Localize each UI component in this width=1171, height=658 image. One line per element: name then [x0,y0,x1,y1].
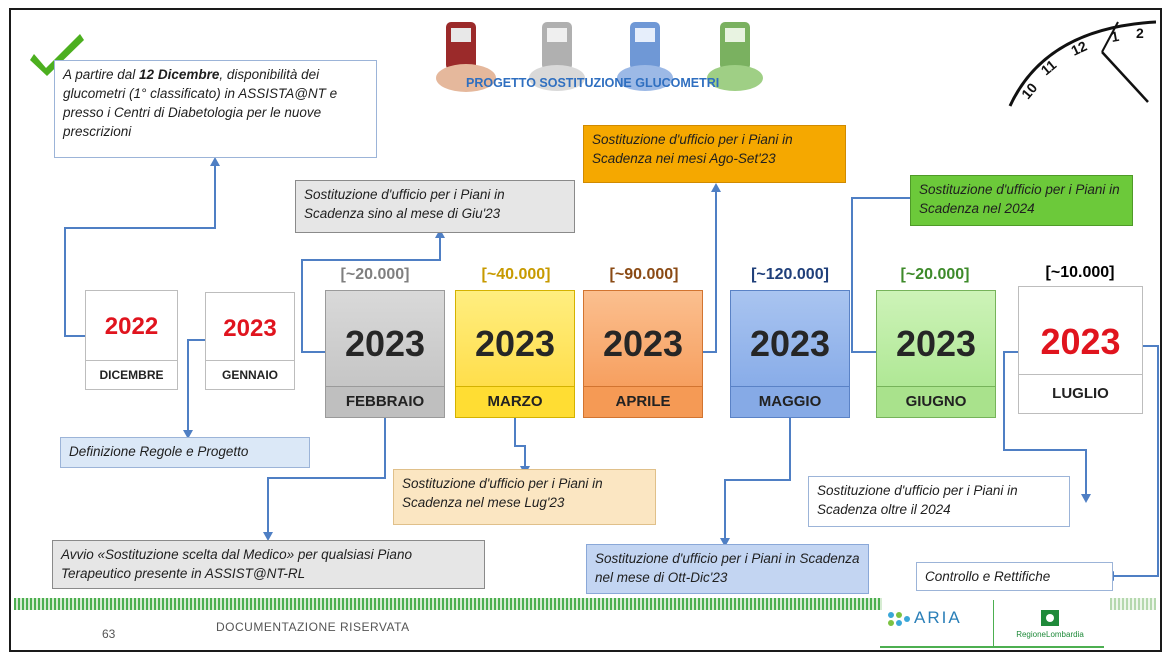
count-luglio: [~10.000] [1045,264,1115,281]
calendar-year: 2023 [895,323,977,364]
calendar-luglio: 2023 LUGLIO [1018,286,1143,414]
note-febbraio-bottom: Avvio «Sostituzione scelta dal Medico» p… [52,540,485,589]
calendar-month: DICEMBRE [86,360,177,389]
connector-luglio-bottom [1003,351,1087,494]
count-maggio: [~120.000] [751,266,829,283]
calendar-dicembre: 2022 DICEMBRE [85,290,178,390]
calendar-month: LUGLIO [1019,374,1142,413]
calendar-marzo: 2023 MARZO [455,290,575,418]
rosa-camuna-icon [1041,610,1059,626]
calendar-gennaio: 2023 GENNAIO [205,292,295,390]
arrow-head [1081,494,1091,503]
calendar-year: 2023 [474,323,556,364]
count-febbraio: [~20.000] [340,266,410,283]
clock-icon: 10 11 12 1 2 [1008,20,1156,107]
regione-lombardia-logo: RegioneLombardia [996,600,1104,648]
footer-band [14,598,882,610]
calendar-month: MAGGIO [731,386,849,417]
confidential-label: DOCUMENTAZIONE RISERVATA [216,620,410,634]
calendar-year: 2023 [602,323,684,364]
arrow-head [210,157,220,166]
checkmark-icon [30,34,84,76]
connector-giugno [851,197,910,353]
calendar-year: 2022 [104,313,159,340]
calendar-month: GENNAIO [206,360,294,389]
connector-luglio-control [1114,345,1159,577]
intro-note-date: 12 Dicembre [139,67,220,82]
svg-text:10: 10 [1018,80,1040,102]
note-marzo-bottom: Sostituzione d'ufficio per i Piani in Sc… [393,469,656,525]
note-gennaio-bottom: Definizione Regole e Progetto [60,437,310,468]
connector-marzo [514,418,526,466]
intro-note-pre: A partire dal [63,67,140,82]
arrow-head [183,430,193,439]
logo-underline [880,646,1104,648]
calendar-year: 2023 [344,323,426,364]
note-maggio-bottom: Sostituzione d'ufficio per i Piani in Sc… [586,544,869,594]
aria-dots-icon [888,612,910,626]
connector-gennaio [187,339,205,430]
intro-note-post: , disponibilità dei glucometri (1° class… [63,67,338,139]
project-title: PROGETTO SOSTITUZIONE GLUCOMETRI [466,76,720,90]
calendar-year: 2023 [749,323,831,364]
count-aprile: [~90.000] [609,266,679,283]
calendar-febbraio: 2023 FEBBRAIO [325,290,445,418]
arrow-head [435,229,445,238]
calendar-giugno: 2023 GIUGNO [876,290,996,418]
arrow-head [711,183,721,192]
count-marzo: [~40.000] [481,266,551,283]
calendar-month: MARZO [456,386,574,417]
connector-febbraio-bottom [267,418,386,532]
page-number: 63 [102,627,116,641]
calendar-month: FEBBRAIO [326,386,444,417]
note-luglio-control: Controllo e Rettifiche [916,562,1113,591]
aria-logo: ARIA [880,600,990,648]
slide-frame [9,8,1162,652]
glucometer-blue-icon [617,22,673,91]
note-luglio-bottom: Sostituzione d'ufficio per i Piani in Sc… [808,476,1070,527]
regione-lombardia-text: RegioneLombardia [1016,630,1084,639]
note-aprile-top: Sostituzione d'ufficio per i Piani in Sc… [583,125,846,183]
note-giugno-top: Sostituzione d'ufficio per i Piani in Sc… [910,175,1133,226]
calendar-maggio: 2023 MAGGIO [730,290,850,418]
calendar-month: APRILE [584,386,702,417]
connector-maggio [724,418,791,538]
glucometer-gray-icon [529,22,585,91]
count-giugno: [~20.000] [900,266,970,283]
svg-text:12: 12 [1069,38,1090,59]
svg-text:2: 2 [1136,25,1144,41]
glucometer-red-icon [436,22,496,92]
footer-band-right [1110,598,1156,610]
svg-text:11: 11 [1038,56,1060,78]
note-febbraio-top: Sostituzione d'ufficio per i Piani in Sc… [295,180,575,233]
logo-divider [993,600,994,646]
aria-logo-text: ARIA [914,608,962,627]
arrow-head [720,538,730,547]
intro-note: A partire dal 12 Dicembre, disponibilità… [54,60,377,158]
calendar-month: GIUGNO [877,386,995,417]
calendar-year: 2023 [1040,321,1121,362]
connector-dicembre [64,166,216,337]
svg-text:1: 1 [1110,28,1121,45]
connector-febbraio-top [301,238,441,353]
calendar-year: 2023 [223,315,277,342]
glucometers-illustration [430,16,770,96]
glucometer-green-icon [707,22,763,91]
arrow-head [263,532,273,541]
calendar-aprile: 2023 APRILE [583,290,703,418]
